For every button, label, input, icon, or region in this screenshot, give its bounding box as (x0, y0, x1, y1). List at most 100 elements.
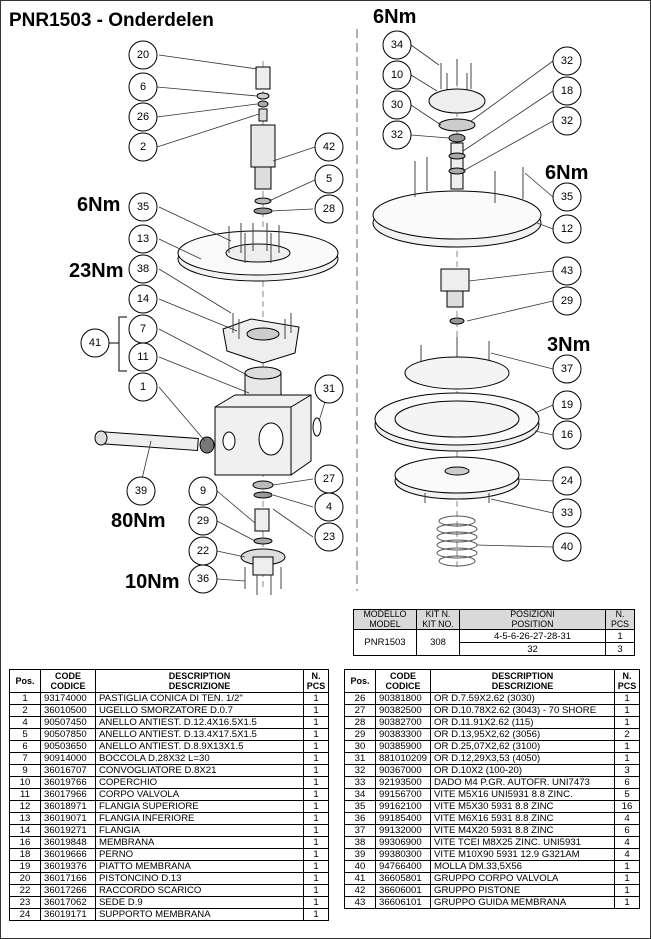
callout-label: 1 (140, 381, 146, 393)
description-cell: ANELLO ANTIEST. D.12.4X16.5X1.5 (95, 716, 304, 729)
header-pcs: N.PCS (303, 669, 329, 693)
callout-label: 5 (326, 173, 332, 185)
pcs-cell: 1 (303, 728, 329, 741)
pcs-cell: 6 (614, 776, 640, 789)
callout-label: 22 (197, 545, 209, 557)
pcs-cell: 4 (614, 848, 640, 861)
pcs-cell: 1 (303, 848, 329, 861)
pos-cell: 35 (344, 800, 376, 813)
callout-label: 2 (140, 141, 146, 153)
kit-header-model-text: MODELLO (363, 609, 407, 619)
description-cell: FLANGIA INFERIORE (95, 812, 304, 825)
pos-cell: 39 (344, 848, 376, 861)
code-cell: 90507850 (40, 728, 96, 741)
description-cell: VITE M5X16 UNI5931 8.8 ZINC. (430, 788, 615, 801)
kit-pcs-cell: 1 (605, 629, 635, 643)
description-cell: OR D.10.78X2.62 (3043) - 70 SHORE (430, 704, 615, 717)
kit-header-model-text-en: MODEL (369, 618, 401, 629)
kit-table-row: 32 3 (354, 642, 635, 656)
code-cell: 36018971 (40, 800, 96, 813)
header-pcs-text-it: PCS (617, 681, 637, 691)
description-cell: FLANGIA SUPERIORE (95, 800, 304, 813)
callout-label: 16 (561, 429, 573, 441)
callout-label: 30 (391, 99, 403, 111)
kit-header-pcs-text-en: PCS (610, 618, 630, 629)
code-cell: 36019766 (40, 776, 96, 789)
pos-cell: 13 (9, 812, 41, 825)
pcs-cell: 3 (614, 764, 640, 777)
callout-label: 35 (137, 201, 149, 213)
code-cell: 36019376 (40, 860, 96, 873)
pcs-cell: 1 (303, 908, 329, 921)
code-cell: 36016707 (40, 764, 96, 777)
torque-label: 3Nm (547, 334, 590, 356)
pcs-cell: 16 (614, 800, 640, 813)
pcs-cell: 1 (303, 764, 329, 777)
pcs-cell: 1 (303, 752, 329, 765)
kit-table-row: PNR1503 308 4-5-6-26-27-28-31 1 (353, 629, 635, 656)
pcs-cell: 1 (614, 896, 640, 909)
code-cell: 90382500 (374, 704, 432, 717)
pcs-cell: 2 (614, 728, 640, 741)
description-cell: GRUPPO GUIDA MEMBRANA (430, 896, 615, 909)
code-cell: 36606101 (374, 896, 432, 909)
description-cell: ANELLO ANTIEST. D.8.9X13X1.5 (95, 740, 304, 753)
description-cell: COPERCHIO (95, 776, 304, 789)
callout-label: 34 (391, 39, 403, 51)
torque-label: 10Nm (125, 571, 179, 593)
description-cell: OR D.10X2 (100-20) (430, 764, 615, 777)
pos-cell: 9 (9, 764, 41, 777)
pos-cell: 14 (9, 824, 41, 837)
description-cell: SUPPORTO MEMBRANA (95, 908, 304, 921)
code-cell: 90383300 (374, 728, 432, 741)
code-cell: 90382700 (374, 716, 432, 729)
header-code-text-it: CODICE (50, 681, 86, 691)
description-cell: OR D.12,29X3,53 (4050) (430, 752, 615, 765)
callout-label: 26 (137, 111, 149, 123)
pcs-cell: 1 (303, 716, 329, 729)
callout-label: 6 (140, 81, 146, 93)
code-cell: 36019666 (40, 848, 96, 861)
kit-header-kit: KIT N.KIT NO. (416, 609, 460, 630)
callout-label: 20 (137, 49, 149, 61)
callout-label: 42 (323, 141, 335, 153)
kit-model-cell: PNR1503 (353, 629, 417, 656)
description-cell: PIATTO MEMBRANA (95, 860, 304, 873)
callout-label: 39 (135, 485, 147, 497)
pcs-cell: 1 (303, 884, 329, 897)
pcs-cell: 1 (614, 740, 640, 753)
callout-label: 31 (323, 383, 335, 395)
pos-cell: 30 (344, 740, 376, 753)
description-cell: VITE TCEI M8X25 ZINC. UNI5931 (430, 836, 615, 849)
callout-label: 24 (561, 475, 573, 487)
code-cell: 99380300 (374, 848, 432, 861)
pos-cell: 24 (9, 908, 41, 921)
pcs-cell: 4 (614, 812, 640, 825)
description-cell: MEMBRANA (95, 836, 304, 849)
description-cell: ANELLO ANTIEST. D.13.4X17.5X1.5 (95, 728, 304, 741)
